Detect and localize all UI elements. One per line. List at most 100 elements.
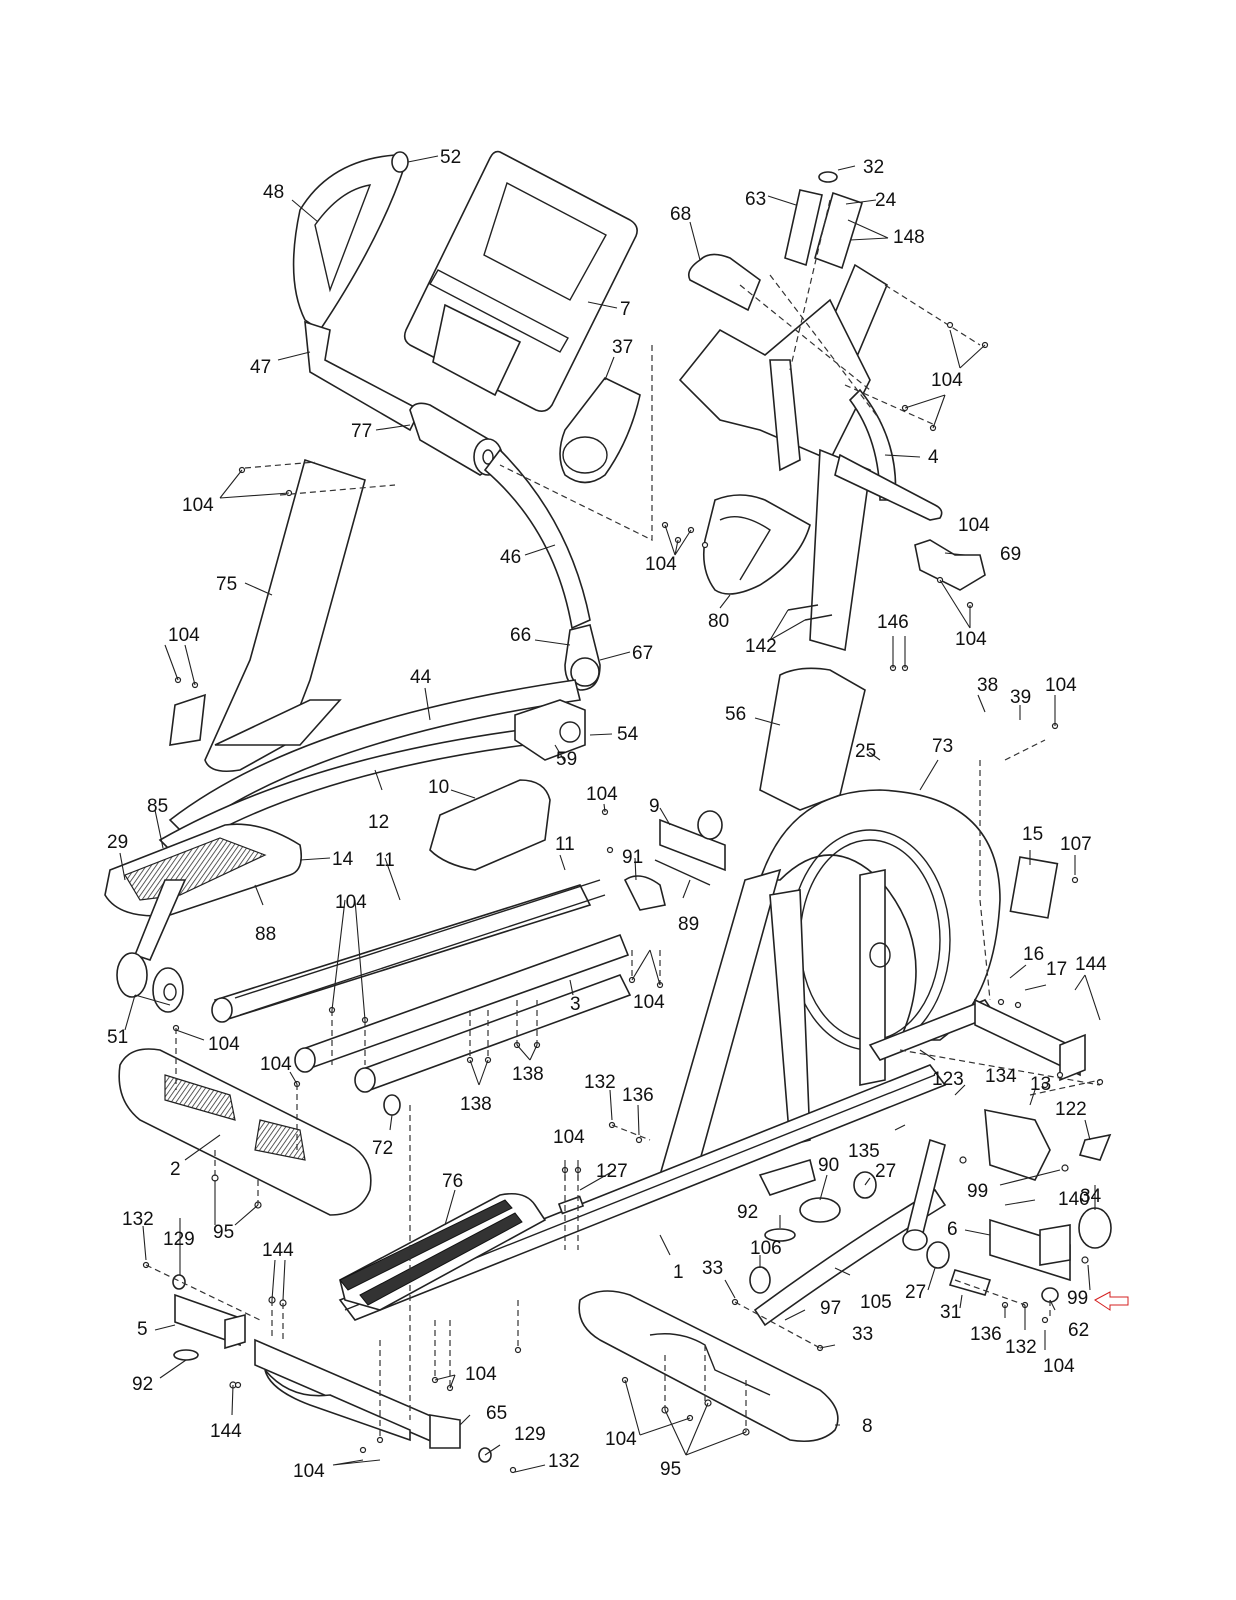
label-104: 104 [168,625,200,646]
label-104: 104 [605,1429,637,1450]
label-67: 67 [632,643,653,664]
part-44-lower-arm [168,679,581,837]
label-2: 2 [170,1159,181,1180]
label-73: 73 [932,736,953,757]
label-122: 122 [1055,1099,1087,1120]
label-132: 132 [584,1072,616,1093]
label-104: 104 [931,370,963,391]
label-90: 90 [818,1155,839,1176]
label-12: 12 [368,812,389,833]
label-104: 104 [586,784,618,805]
label-105: 105 [860,1292,892,1313]
label-47: 47 [250,357,271,378]
label-104: 104 [182,495,214,516]
label-104: 104 [1043,1356,1075,1377]
label-77: 77 [351,421,372,442]
label-54: 54 [617,724,639,745]
label-135: 135 [848,1141,880,1162]
part-77-console-mast-tube [409,402,503,476]
label-132: 132 [548,1451,580,1472]
part-48-handlebar-grip [292,151,409,332]
label-1: 1 [673,1262,684,1283]
label-104: 104 [645,554,677,575]
part-62-bushing [1041,1287,1059,1303]
part-123-frame [658,868,997,1177]
part-105-link-arm [753,1138,947,1327]
label-8: 8 [862,1416,873,1437]
label-51: 51 [107,1027,128,1048]
label-144: 144 [1075,954,1107,975]
label-72: 72 [372,1138,393,1159]
label-107: 107 [1060,834,1092,855]
assembly-lines [145,739,1101,1440]
part-14-pedal [104,823,303,917]
label-97: 97 [820,1298,841,1319]
part-54-bracket [514,699,586,761]
label-92: 92 [737,1202,758,1223]
part-65-base-frame [254,1338,461,1449]
label-13: 13 [1030,1074,1051,1095]
part-37-cover [559,376,641,484]
label-88: 88 [255,924,276,945]
part-89-axle [654,859,711,886]
label-25: 25 [855,741,876,762]
label-132: 132 [1005,1337,1037,1358]
label-32: 32 [863,157,884,178]
label-46: 46 [500,547,521,568]
leader-lines [119,155,1101,1473]
part-106-wheel [749,1266,771,1294]
part-24-pulse-plate [814,191,863,270]
label-85: 85 [147,796,168,817]
label-104: 104 [293,1461,325,1482]
label-142: 142 [745,636,777,657]
label-144: 144 [210,1421,242,1442]
part-69-bracket [914,539,986,591]
label-3: 3 [570,994,581,1015]
label-95: 95 [660,1459,681,1480]
part-80-shroud [702,494,811,595]
label-104: 104 [958,515,990,536]
label-80: 80 [708,611,729,632]
label-132: 132 [122,1209,154,1230]
label-52: 52 [440,147,461,168]
label-136: 136 [970,1324,1002,1345]
label-65: 65 [486,1403,507,1424]
label-66: 66 [510,625,531,646]
part-142-bolts [787,604,833,621]
part-47-upper-handlebar [304,320,422,432]
label-148: 148 [893,227,925,248]
label-123: 123 [932,1069,964,1090]
label-15: 15 [1022,824,1043,845]
label-62: 62 [1068,1320,1089,1341]
label-99-highlighted: 99 [1067,1288,1088,1309]
part-rear-stabilizer [974,998,1086,1082]
label-34: 34 [1080,1186,1102,1207]
label-89: 89 [678,914,699,935]
part-56-shroud [759,667,866,811]
label-4: 4 [928,447,939,468]
label-37: 37 [612,337,633,358]
part-9-bracket [659,810,726,872]
part-51-wheel [116,879,187,1013]
part-5-front-stabilizer [174,1293,246,1350]
label-129: 129 [163,1229,195,1250]
label-129: 129 [514,1424,546,1445]
part-31-axle [948,1269,992,1296]
label-104: 104 [633,992,665,1013]
label-44: 44 [410,667,432,688]
label-95: 95 [213,1222,234,1243]
part-13-motor [984,1109,1051,1181]
part-34-wheel [1078,1207,1112,1249]
label-39: 39 [1010,687,1031,708]
part-2-shroud-left [118,1048,372,1216]
label-59: 59 [556,749,577,770]
assembly-line [499,345,653,541]
label-144: 144 [262,1240,294,1261]
label-33: 33 [702,1258,723,1279]
part-tube [758,1158,816,1196]
part-11-rails [211,879,630,1073]
label-127: 127 [596,1161,628,1182]
part-92-foot-front [173,1349,199,1361]
label-136: 136 [622,1085,654,1106]
label-68: 68 [670,204,691,225]
